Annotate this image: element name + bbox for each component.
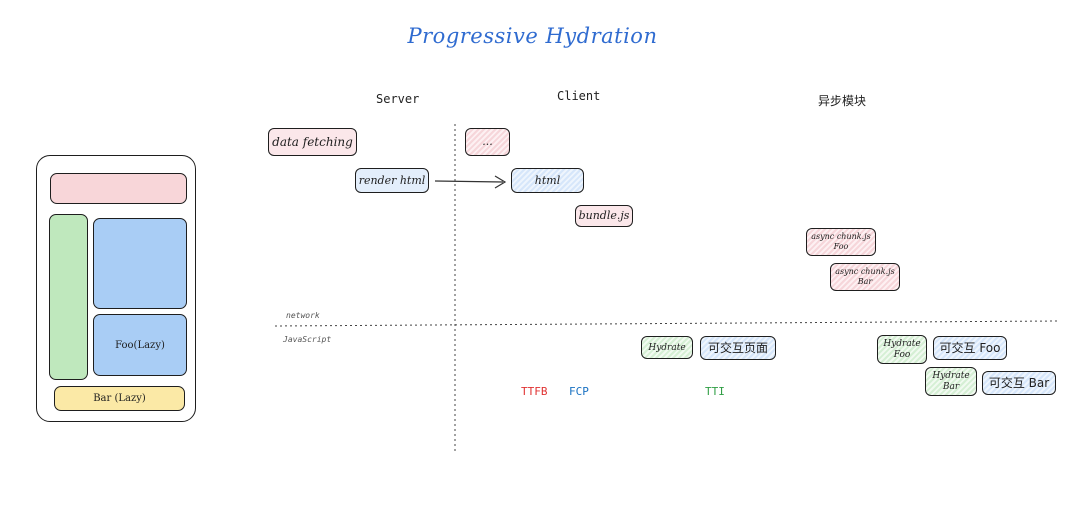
render-html-label: render html (358, 173, 426, 187)
render-arrow-head (494, 175, 507, 189)
data-fetching-box: data fetching (268, 128, 357, 156)
diagram-title: Progressive Hydration (407, 24, 658, 48)
async-chunk-foo-line2: Foo (833, 242, 849, 251)
html-label: html (534, 173, 561, 187)
interactive-page-box: 可交互页面 (700, 336, 776, 360)
hydrate-bar-box: Hydrate Bar (925, 367, 977, 396)
async-chunk-bar-box: async chunk.js Bar (830, 263, 900, 291)
ttfb-metric: TTFB (521, 385, 548, 398)
interactive-bar-box: 可交互 Bar (982, 371, 1056, 395)
phone-wireframe: Foo(Lazy) Bar (Lazy) (36, 155, 196, 422)
javascript-lane-label: JavaScript (283, 335, 332, 344)
tti-metric: TTI (705, 385, 725, 398)
hydrate-bar-line2: Bar (942, 381, 960, 392)
client-column-header: Client (557, 89, 601, 103)
phone-foo-label: Foo(Lazy) (115, 339, 165, 351)
placeholder-label: ... (482, 135, 493, 148)
hydrate-box: Hydrate (641, 336, 693, 359)
phone-sidebar-block (49, 214, 88, 380)
hydrate-foo-line2: Foo (893, 349, 911, 360)
fcp-metric: FCP (569, 385, 589, 398)
hydrate-foo-line1: Hydrate (883, 338, 921, 349)
html-box: html (511, 168, 584, 193)
interactive-foo-box: 可交互 Foo (933, 336, 1007, 360)
interactive-page-label: 可交互页面 (707, 341, 768, 355)
async-chunk-foo-line1: async chunk.js (811, 232, 871, 241)
bundle-js-label: bundle.js (578, 209, 630, 222)
phone-foo-block: Foo(Lazy) (93, 314, 187, 376)
async-chunk-foo-box: async chunk.js Foo (806, 228, 876, 256)
hydrate-bar-line1: Hydrate (932, 370, 970, 381)
placeholder-box: ... (465, 128, 510, 156)
render-html-box: render html (355, 168, 429, 193)
phone-bar-label: Bar (Lazy) (93, 393, 146, 404)
bundle-js-box: bundle.js (575, 205, 633, 227)
async-chunk-bar-line1: async chunk.js (835, 267, 895, 276)
interactive-bar-label: 可交互 Bar (988, 376, 1050, 390)
phone-header-block (50, 173, 187, 204)
hydrate-label: Hydrate (648, 342, 686, 353)
render-arrow-line (434, 180, 504, 183)
horizontal-lane-divider (274, 320, 1059, 327)
async-column-header: 异步模块 (818, 94, 867, 108)
interactive-foo-label: 可交互 Foo (939, 341, 1001, 355)
network-lane-label: network (286, 311, 320, 320)
phone-bar-block: Bar (Lazy) (54, 386, 185, 411)
async-chunk-bar-line2: Bar (857, 277, 873, 286)
phone-content-block (93, 218, 187, 309)
hydrate-foo-box: Hydrate Foo (877, 335, 927, 364)
server-column-header: Server (376, 92, 420, 106)
data-fetching-label: data fetching (272, 135, 353, 149)
